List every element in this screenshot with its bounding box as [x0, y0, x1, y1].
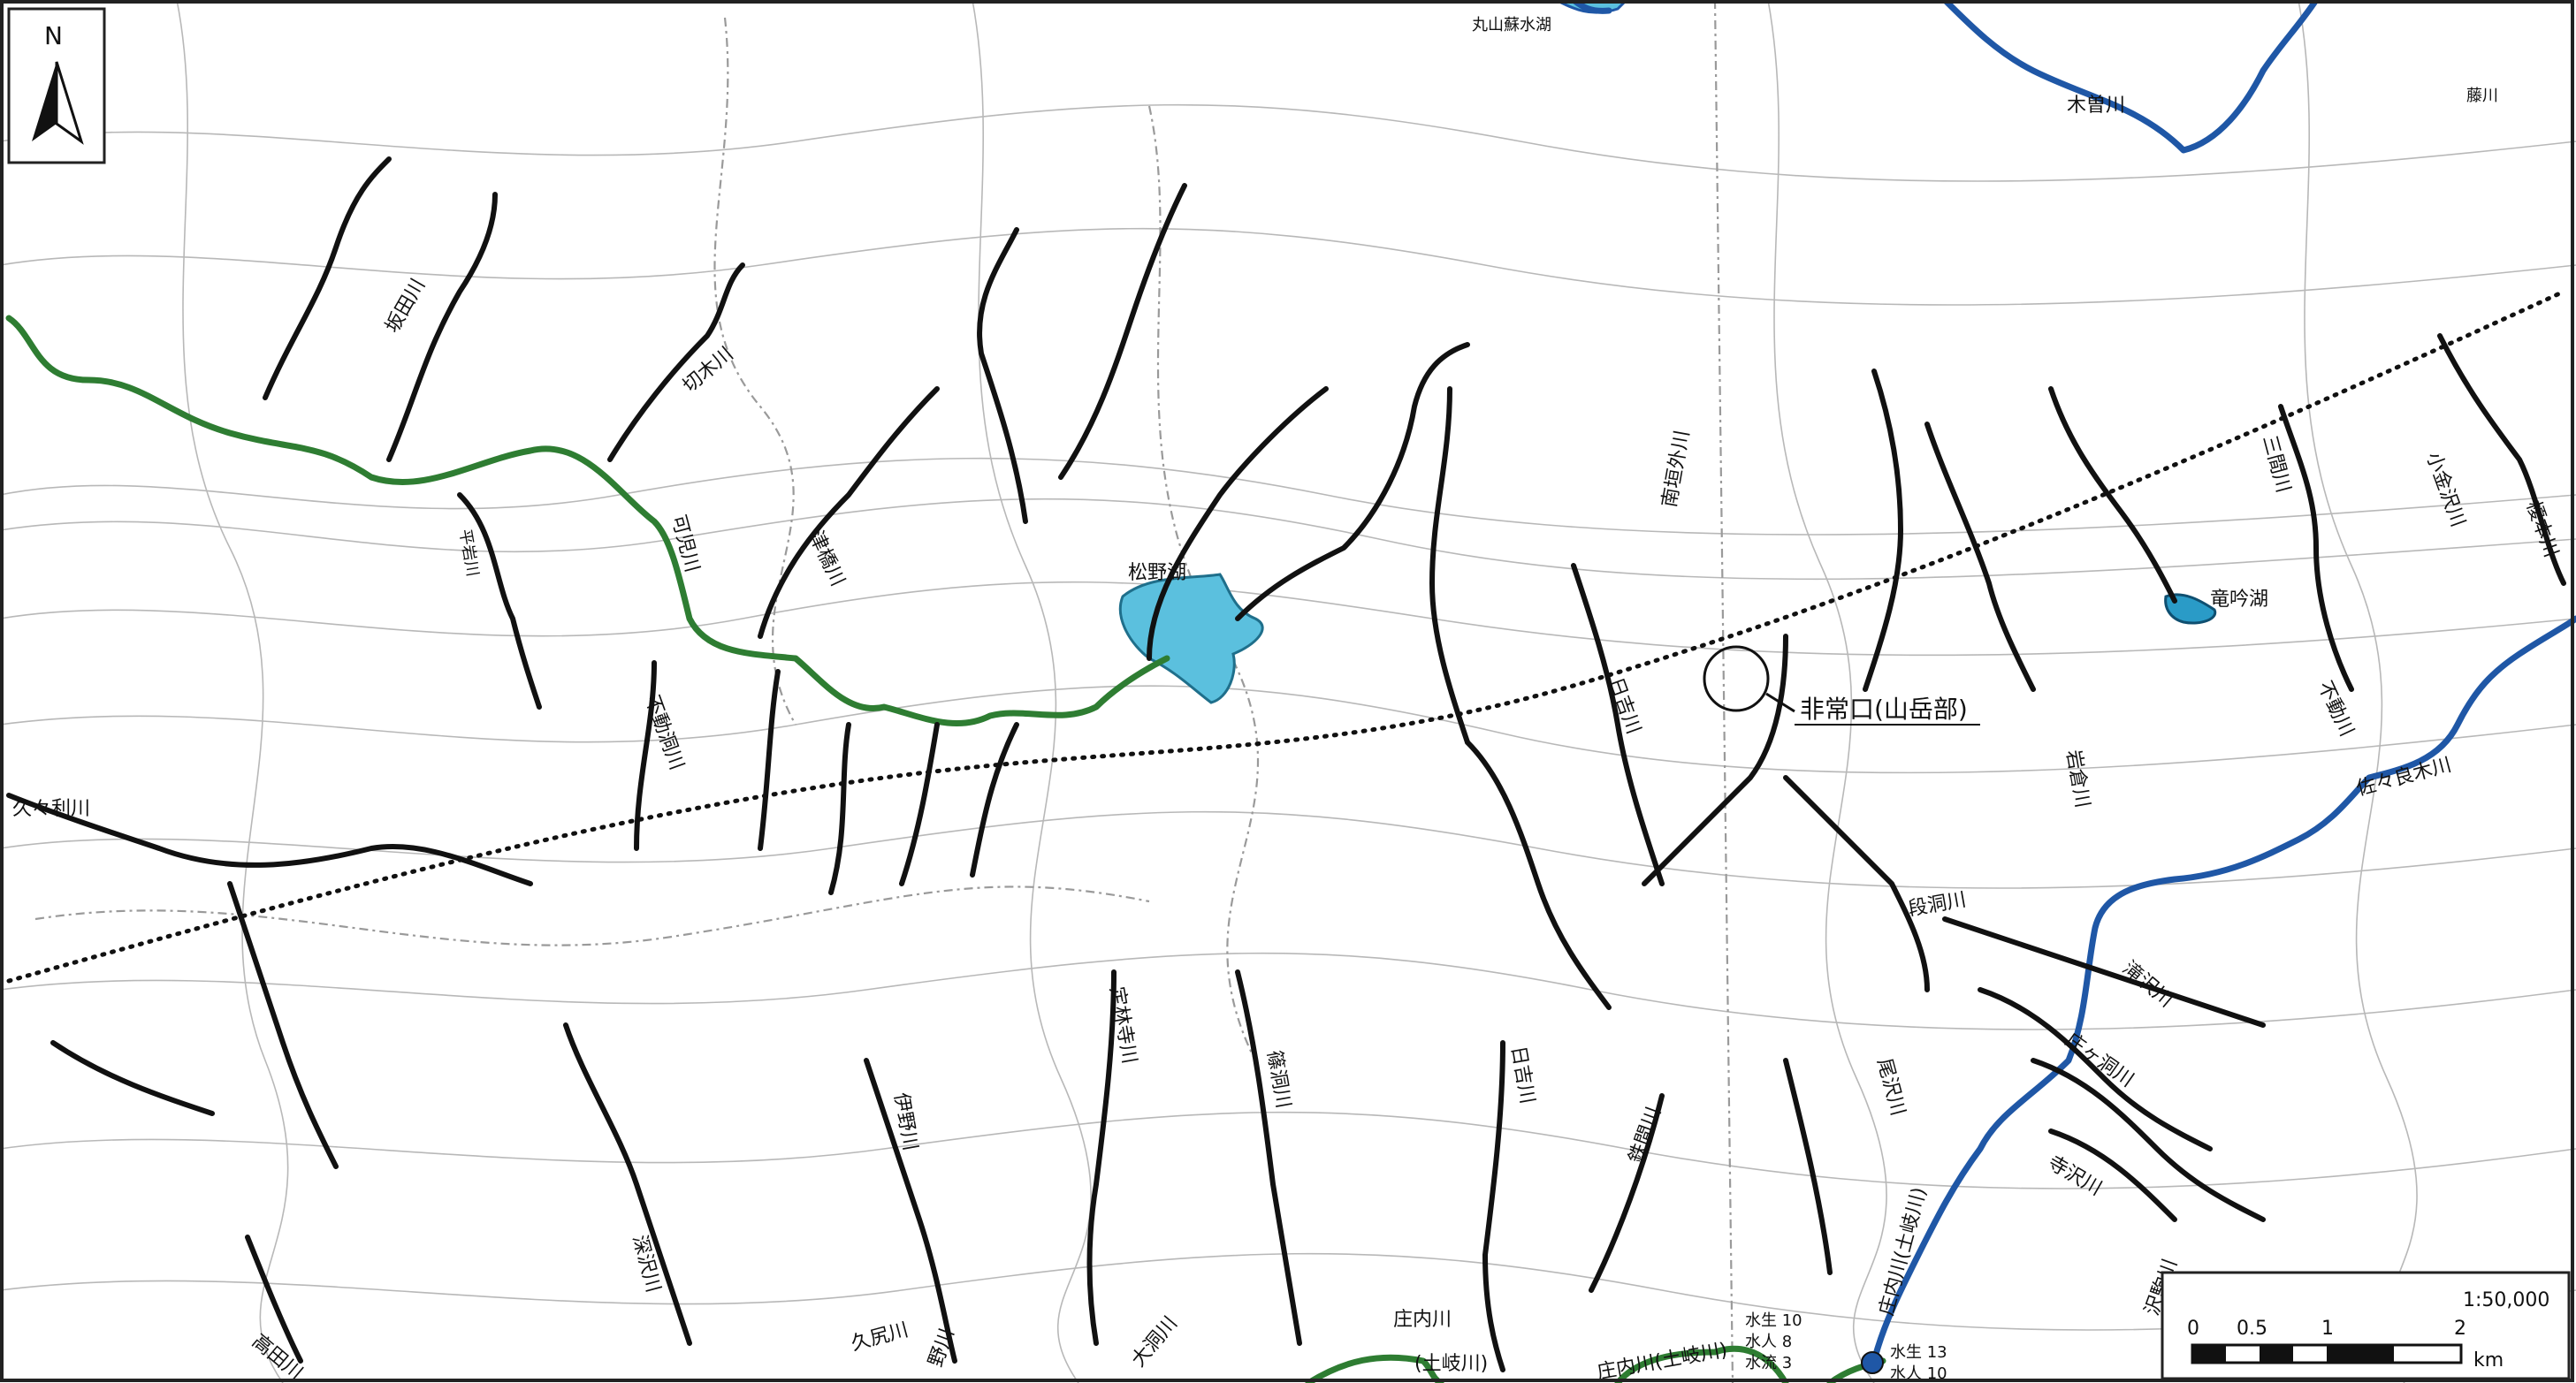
ryogin-lake: [2164, 593, 2217, 625]
sandomo-river-label: 三間川: [2258, 433, 2294, 495]
north-arrow-icon: [32, 62, 57, 141]
shonai-toki-bottom-label: 庄内川(土岐川): [1596, 1339, 1729, 1383]
scale-tick-1: 1: [2321, 1318, 2334, 1340]
matsuno-lake: [1118, 573, 1264, 704]
boundary-lines: [34, 0, 1734, 1383]
wq-left-line-2: 水人 8: [1745, 1333, 1792, 1351]
toki-river-line: [1614, 1345, 1789, 1383]
fuji-river-label: 藤川: [2466, 87, 2498, 105]
emergency-exit-marker: [1703, 645, 1770, 712]
fukasawa-river-label: 深沢川: [628, 1233, 664, 1295]
wq-left-line-1: 水生 10: [1745, 1311, 1802, 1330]
enomoto-river-label: 榎本川: [2521, 498, 2562, 561]
shonai-river-label: 庄内川: [1393, 1309, 1452, 1331]
tetsuma-river-label: 鉄間川: [1625, 1104, 1665, 1166]
sakada-river-label: 坂田川: [382, 275, 431, 337]
scale-ratio: 1:50,000: [2463, 1289, 2549, 1311]
wq-right-line-1: 水生 13: [1890, 1343, 1947, 1362]
tsubaki-river-label: 津橋川: [804, 528, 850, 589]
kotei-river-label: 小金沢川: [2421, 450, 2469, 530]
shogahora-river-label: 庄ヶ洞川: [2062, 1029, 2138, 1091]
kirigi-river-label: 切木川: [679, 343, 738, 398]
scale-tick-0: 0: [2187, 1318, 2199, 1340]
takizawa-river-label: 滝沢川: [2118, 957, 2177, 1012]
hiyoshi-north-label: 日吉川: [1604, 675, 1644, 738]
scale-tick-2: 2: [2454, 1318, 2466, 1340]
toki-paren-label: (土岐川): [1414, 1353, 1488, 1375]
kako-river-line: [5, 315, 1170, 727]
ryogin-lake-label: 竜吟湖: [2210, 589, 2268, 611]
emergency-exit-leader: [1765, 692, 1795, 713]
tunnel-route: [6, 289, 2566, 984]
hiraiwa-river-label: 平岩川: [455, 528, 482, 578]
sasara-river-line: [1871, 615, 2576, 1364]
minamiyama-river-label: 南垣外川: [1658, 429, 1694, 509]
shiko-river-label: 篠洞川: [1262, 1049, 1294, 1110]
wq-left-line-3: 水流 3: [1745, 1354, 1792, 1372]
maruyama-lake-label: 丸山蘇水湖: [1472, 16, 1551, 34]
shonai-river-line: [1305, 1354, 1444, 1383]
emergency-exit-label: 非常口(山岳部): [1800, 695, 1968, 724]
kukuri-river-label: 久々利川: [12, 798, 90, 820]
obisawa-river-label: 尾沢川: [1872, 1056, 1909, 1118]
ohora-river-label: 大洞川: [1127, 1312, 1182, 1372]
teramae-river-label: 寺沢川: [2044, 1152, 2106, 1201]
kiso-river-label: 木曽川: [2067, 95, 2125, 117]
north-arrow: N: [7, 7, 106, 164]
north-letter: N: [44, 21, 63, 50]
hiyoshi-south-label: 日吉川: [1506, 1045, 1538, 1106]
iwakura-river-label: 岩倉川: [2062, 748, 2093, 809]
water-quality-point: [1861, 1351, 1884, 1374]
scale-bar: 1:50,000 0 0.5 1 2 km: [2161, 1271, 2571, 1380]
kujiri-river-label: 久尻川: [849, 1319, 911, 1356]
scale-tick-0.5: 0.5: [2237, 1318, 2267, 1340]
matsuno-lake-label: 松野湖: [1128, 562, 1186, 584]
dando-river-label: 段洞川: [1907, 889, 1968, 921]
tributaries: [6, 156, 2566, 1372]
wq-right-line-2: 水人 10: [1890, 1364, 1947, 1383]
sasara-river-label: 佐々良木川: [2354, 754, 2454, 801]
kiso-river-line: [1941, 0, 2320, 154]
scale-unit: km: [2473, 1349, 2504, 1372]
kako-river-label: 可児川: [667, 513, 703, 574]
